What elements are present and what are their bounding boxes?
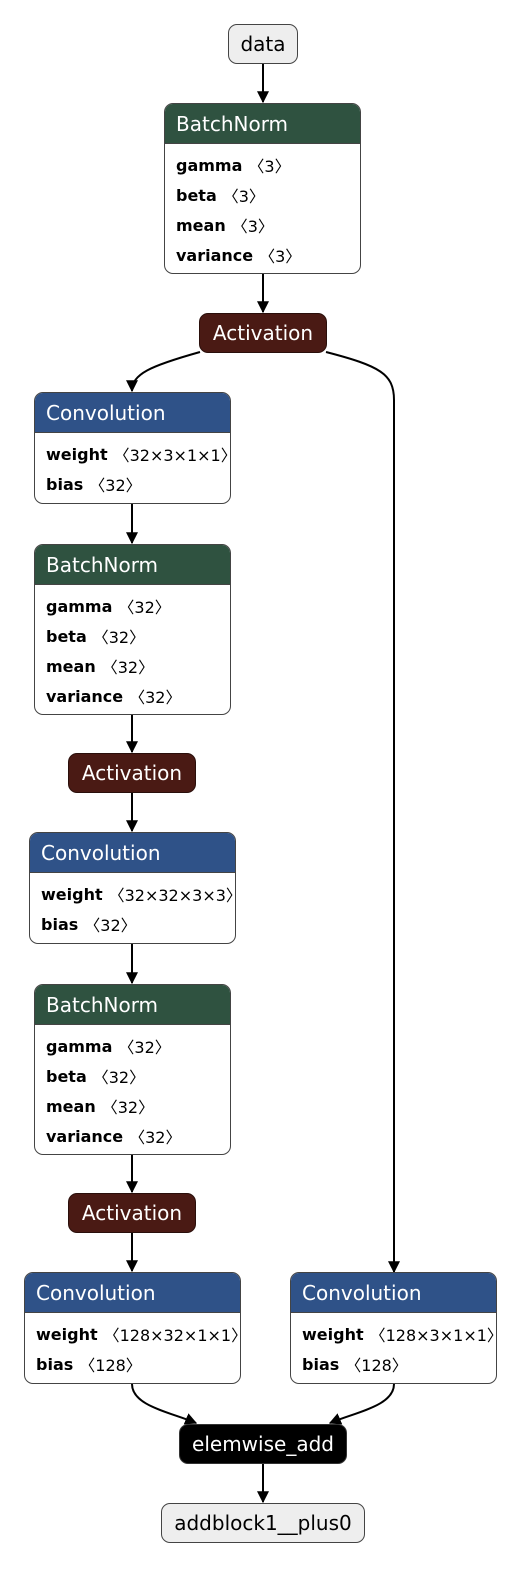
- attr-variance: variance〈3〉: [176, 245, 302, 267]
- attr-gamma: gamma〈32〉: [46, 1036, 171, 1058]
- attr-variance: variance〈32〉: [46, 686, 182, 708]
- attr-beta: beta〈32〉: [46, 626, 146, 648]
- edge-conv-shortcut-add: [328, 1383, 395, 1425]
- attr-beta: beta〈3〉: [176, 185, 265, 207]
- output-node[interactable]: addblock1__plus0: [161, 1503, 365, 1543]
- activation-node-2-label: Activation: [81, 761, 183, 785]
- batchnorm-node-1[interactable]: BatchNorm gamma〈3〉 beta〈3〉 mean〈3〉 varia…: [164, 103, 361, 274]
- attr-bias: bias〈32〉: [41, 914, 137, 936]
- elemwise-add-label: elemwise_add: [192, 1432, 334, 1456]
- activation-node-1-label: Activation: [212, 321, 314, 345]
- edge-conv3-add: [131, 1383, 198, 1425]
- attr-mean: mean〈32〉: [46, 656, 155, 678]
- activation-node-2[interactable]: Activation: [68, 753, 196, 793]
- convolution-node-shortcut-title: Convolution: [291, 1273, 496, 1313]
- batchnorm-node-3-title: BatchNorm: [35, 985, 230, 1025]
- convolution-node-3-title: Convolution: [25, 1273, 240, 1313]
- attr-weight: weight〈32×3×1×1〉: [46, 444, 231, 466]
- edge-act1-conv1: [126, 351, 201, 393]
- output-node-label: addblock1__plus0: [174, 1511, 352, 1535]
- elemwise-add-node[interactable]: elemwise_add: [179, 1424, 347, 1464]
- attr-mean: mean〈3〉: [176, 215, 274, 237]
- edge-act1-conv-shortcut: [325, 351, 400, 1274]
- data-node-label: data: [240, 32, 286, 56]
- batchnorm-node-1-title: BatchNorm: [165, 104, 360, 144]
- convolution-node-2-title: Convolution: [30, 833, 235, 873]
- attr-bias: bias〈128〉: [36, 1354, 142, 1376]
- convolution-node-1[interactable]: Convolution weight〈32×3×1×1〉 bias〈32〉: [34, 392, 231, 504]
- attr-variance: variance〈32〉: [46, 1126, 182, 1148]
- batchnorm-node-3[interactable]: BatchNorm gamma〈32〉 beta〈32〉 mean〈32〉 va…: [34, 984, 231, 1155]
- batchnorm-node-2-title: BatchNorm: [35, 545, 230, 585]
- attr-beta: beta〈32〉: [46, 1066, 146, 1088]
- attr-weight: weight〈32×32×3×3〉: [41, 884, 236, 906]
- attr-mean: mean〈32〉: [46, 1096, 155, 1118]
- convolution-node-3[interactable]: Convolution weight〈128×32×1×1〉 bias〈128〉: [24, 1272, 241, 1384]
- attr-gamma: gamma〈3〉: [176, 155, 291, 177]
- activation-node-3-label: Activation: [81, 1201, 183, 1225]
- convolution-node-2[interactable]: Convolution weight〈32×32×3×3〉 bias〈32〉: [29, 832, 236, 944]
- attr-weight: weight〈128×32×1×1〉: [36, 1324, 241, 1346]
- activation-node-3[interactable]: Activation: [68, 1193, 196, 1233]
- batchnorm-node-2[interactable]: BatchNorm gamma〈32〉 beta〈32〉 mean〈32〉 va…: [34, 544, 231, 715]
- convolution-node-shortcut[interactable]: Convolution weight〈128×3×1×1〉 bias〈128〉: [290, 1272, 497, 1384]
- attr-weight: weight〈128×3×1×1〉: [302, 1324, 497, 1346]
- activation-node-1[interactable]: Activation: [199, 313, 327, 353]
- attr-gamma: gamma〈32〉: [46, 596, 171, 618]
- data-node[interactable]: data: [228, 24, 298, 64]
- attr-bias: bias〈128〉: [302, 1354, 408, 1376]
- convolution-node-1-title: Convolution: [35, 393, 230, 433]
- attr-bias: bias〈32〉: [46, 474, 142, 496]
